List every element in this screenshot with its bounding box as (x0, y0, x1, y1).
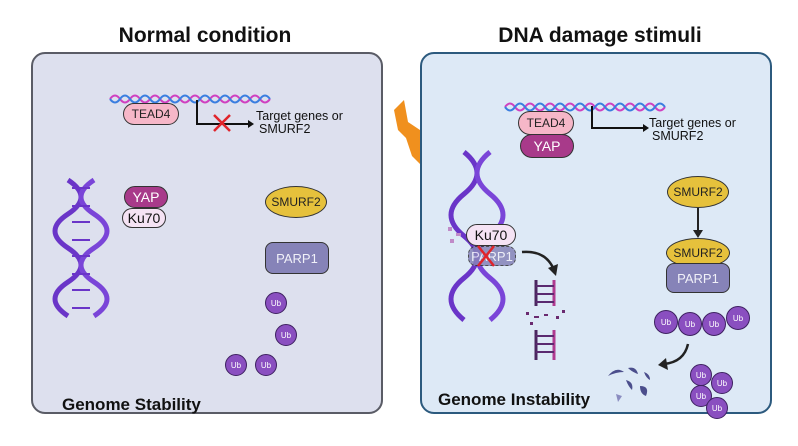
ku70-protein-left: Ku70 (122, 208, 166, 228)
ubiquitin-left: Ub (225, 354, 247, 376)
transcription-arrow-left (196, 100, 254, 128)
dna-helix-vertical-left (52, 177, 110, 319)
tead4-protein-left: TEAD4 (123, 103, 179, 125)
transcription-arrow-right (591, 106, 649, 132)
ubiquitin-free: Ub (711, 372, 733, 394)
parp1-protein-right: PARP1 (666, 263, 730, 293)
ubiquitin-free: Ub (690, 364, 712, 386)
degraded-fragments-icon (608, 367, 650, 402)
target-line2: SMURF2 (259, 122, 311, 136)
tead4-protein-right: TEAD4 (518, 111, 574, 135)
ubiquitin-bound: Ub (678, 312, 702, 336)
target-genes-label-left: Target genes or SMURF2 (256, 110, 343, 136)
curved-arrow-icon (521, 250, 558, 276)
ku70-protein-right: Ku70 (466, 224, 516, 246)
target-genes-label-right: Target genes or SMURF2 (649, 117, 736, 143)
target-line1: Target genes or (256, 109, 343, 123)
down-arrow-icon (693, 208, 703, 238)
dna-helix-horizontal-left (109, 94, 271, 104)
inhibition-x-icon (477, 245, 495, 267)
genome-stability-label: Genome Stability (62, 395, 201, 414)
target-line2: SMURF2 (652, 129, 704, 143)
yap-protein-right: YAP (520, 134, 574, 158)
parp1-protein-left: PARP1 (265, 242, 329, 274)
debris-fragments-icon (448, 227, 461, 243)
genome-instability-label: Genome Instability (438, 390, 591, 409)
dna-damage-title: DNA damage stimuli (498, 24, 702, 47)
dna-helix-horizontal-right (504, 102, 666, 112)
normal-condition-title: Normal condition (118, 24, 292, 47)
ubiquitin-bound: Ub (726, 306, 750, 330)
ubiquitin-left: Ub (275, 324, 297, 346)
smurf2-protein-top: SMURF2 (667, 176, 729, 208)
broken-dna-ladder-icon (526, 280, 565, 360)
smurf2-protein-left: SMURF2 (265, 186, 327, 218)
yap-protein-left: YAP (124, 186, 168, 208)
ubiquitin-left: Ub (265, 292, 287, 314)
ubiquitin-bound: Ub (654, 310, 678, 334)
inhibition-x-icon (213, 114, 231, 132)
degradation-arrow-icon (658, 343, 690, 370)
ubiquitin-free: Ub (706, 397, 728, 419)
normal-condition-panel (31, 52, 383, 414)
ubiquitin-left: Ub (255, 354, 277, 376)
ubiquitin-bound: Ub (702, 312, 726, 336)
target-line1: Target genes or (649, 116, 736, 130)
